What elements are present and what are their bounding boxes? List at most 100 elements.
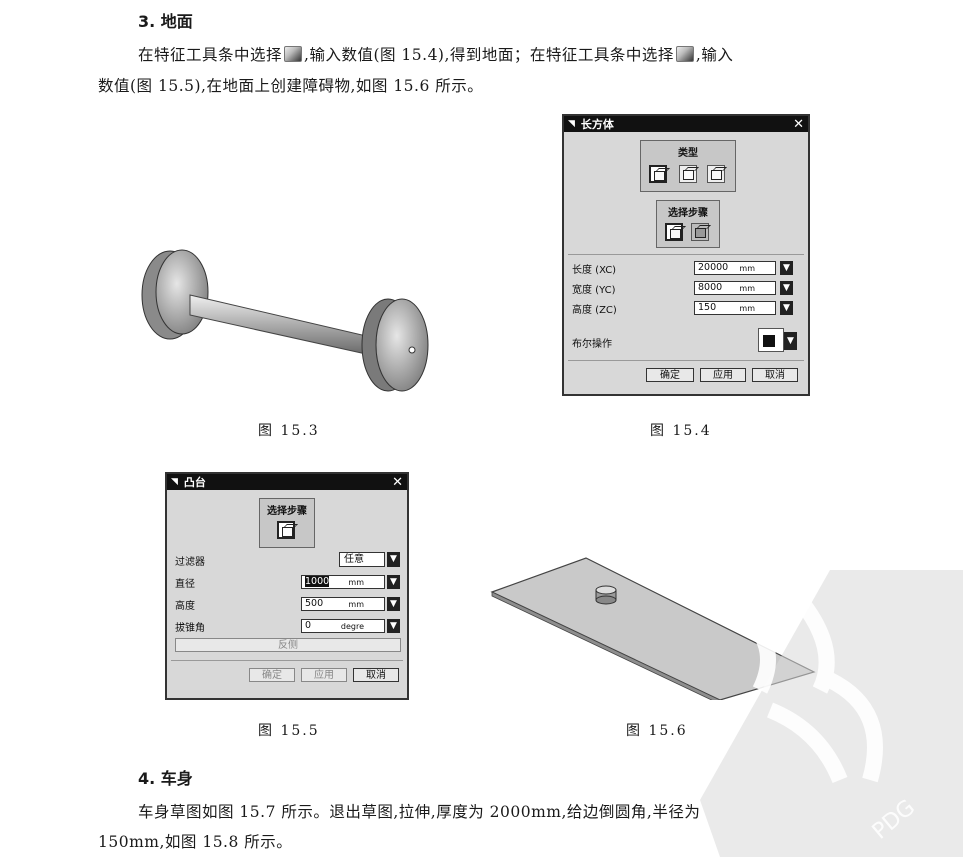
width-unit: mm xyxy=(739,284,755,293)
axle-shaft xyxy=(189,294,376,357)
diameter-dropdown-button[interactable]: ▼ xyxy=(387,575,400,589)
diameter-input[interactable]: 1000 mm xyxy=(301,575,385,589)
figure-15-3-caption: 图 15.3 xyxy=(258,423,320,439)
section-4-heading: 4. 车身 xyxy=(138,769,193,788)
divider xyxy=(568,360,804,361)
boolean-row: 布尔操作 xyxy=(572,334,800,350)
cube-icon xyxy=(654,171,665,181)
close-icon[interactable]: ✕ xyxy=(392,474,403,490)
figure-15-4-caption: 图 15.4 xyxy=(650,423,712,439)
block-dialog: ◥ 长方体 ✕ 类型 选择步骤 长度 (XC) 20000 mm ▼ 宽度 (YC… xyxy=(562,114,810,396)
boolean-dropdown-button[interactable]: ▼ xyxy=(784,332,797,350)
diameter-label: 直径 xyxy=(175,578,195,590)
height-dropdown-button[interactable]: ▼ xyxy=(780,301,793,315)
length-input[interactable]: 20000 mm xyxy=(694,261,776,275)
boss-dialog-titlebar: ◥ 凸台 ✕ xyxy=(167,474,407,490)
watermark-stamp: PDG xyxy=(700,570,963,857)
boss-height-unit: mm xyxy=(348,600,364,609)
type-two-diagonal-points-button[interactable] xyxy=(707,165,725,183)
boss-height-dropdown-button[interactable]: ▼ xyxy=(387,597,400,611)
boss-selection-steps-label: 选择步骤 xyxy=(267,506,307,517)
type-group-label: 类型 xyxy=(678,148,698,159)
dialog-grip-icon: ◥ xyxy=(171,477,178,487)
width-value: 8000 xyxy=(698,282,723,293)
ok-button[interactable]: 确定 xyxy=(249,668,295,682)
step-origin-button[interactable] xyxy=(665,223,683,241)
para-text-c: ,输入 xyxy=(695,46,734,64)
boolean-create-icon[interactable] xyxy=(758,328,784,352)
section-3-heading: 3. 地面 xyxy=(138,12,193,31)
section-3-paragraph-line1: 在特征工具条中选择,输入数值(图 15.4),得到地面；在特征工具条中选择,输入 xyxy=(138,40,958,70)
selection-steps-group: 选择步骤 xyxy=(656,200,720,248)
apply-button[interactable]: 应用 xyxy=(301,668,347,682)
cube-icon xyxy=(711,170,722,180)
section-4-paragraph-line2: 150mm,如图 15.8 所示。 xyxy=(98,833,293,851)
step-target-body-button[interactable] xyxy=(691,223,709,241)
boolean-label: 布尔操作 xyxy=(572,338,612,350)
filter-select[interactable]: 任意 xyxy=(339,552,385,567)
boss-feature-icon xyxy=(675,46,694,62)
length-value: 20000 xyxy=(698,262,729,273)
boss-selection-steps-group: 选择步骤 xyxy=(259,498,315,548)
taper-label: 拔锥角 xyxy=(175,622,205,634)
filter-dropdown-button[interactable]: ▼ xyxy=(387,552,400,567)
block-dialog-titlebar: ◥ 长方体 ✕ xyxy=(564,116,808,132)
taper-input[interactable]: 0 degre xyxy=(301,619,385,633)
cube-icon xyxy=(282,527,293,537)
width-row: 宽度 (YC) xyxy=(572,280,800,296)
boss-height-label: 高度 xyxy=(175,600,195,612)
length-dropdown-button[interactable]: ▼ xyxy=(780,261,793,275)
block-feature-icon xyxy=(284,46,303,62)
selection-steps-label: 选择步骤 xyxy=(668,208,708,219)
black-cube-icon xyxy=(763,335,775,347)
close-icon[interactable]: ✕ xyxy=(793,116,804,132)
boss-height-row: 高度 xyxy=(175,596,399,612)
filter-row: 过滤器 xyxy=(175,552,399,568)
type-height-two-points-button[interactable] xyxy=(679,165,697,183)
dialog-grip-icon: ◥ xyxy=(568,119,575,129)
figure-15-6-caption: 图 15.6 xyxy=(626,723,688,739)
cube-icon xyxy=(670,229,681,239)
boss-dialog-title: 凸台 xyxy=(183,476,206,489)
boss-obstacle xyxy=(595,585,617,605)
left-wheel xyxy=(141,249,209,340)
reverse-side-button[interactable]: 反侧 xyxy=(175,638,401,652)
taper-row: 拔锥角 xyxy=(175,618,399,634)
figure-15-3-axle-model xyxy=(141,249,429,392)
height-row: 高度 (ZC) xyxy=(572,300,800,316)
cancel-button[interactable]: 取消 xyxy=(353,668,399,682)
ok-button[interactable]: 确定 xyxy=(646,368,694,382)
cube-icon xyxy=(695,228,706,238)
diameter-unit: mm xyxy=(348,578,364,587)
height-value: 150 xyxy=(698,302,717,313)
block-dialog-title: 长方体 xyxy=(580,118,614,131)
filter-label: 过滤器 xyxy=(175,556,205,568)
width-input[interactable]: 8000 mm xyxy=(694,281,776,295)
width-label: 宽度 (YC) xyxy=(572,284,616,296)
taper-unit: degre xyxy=(340,622,364,631)
right-wheel xyxy=(361,298,429,392)
type-origin-edge-lengths-button[interactable] xyxy=(649,165,667,183)
figure-15-5-caption: 图 15.5 xyxy=(258,723,320,739)
taper-value: 0 xyxy=(305,620,312,631)
length-unit: mm xyxy=(739,264,755,273)
section-4-paragraph-line1: 车身草图如图 15.7 所示。退出草图,拉伸,厚度为 2000mm,给边倒圆角,… xyxy=(138,803,701,821)
section-3-paragraph-line2: 数值(图 15.5),在地面上创建障碍物,如图 15.6 所示。 xyxy=(98,77,484,95)
cube-icon xyxy=(683,170,694,180)
divider xyxy=(568,254,804,255)
cancel-button[interactable]: 取消 xyxy=(752,368,798,382)
divider xyxy=(171,660,403,661)
width-dropdown-button[interactable]: ▼ xyxy=(780,281,793,295)
length-row: 长度 (XC) xyxy=(572,260,800,276)
height-label: 高度 (ZC) xyxy=(572,304,617,316)
diameter-value: 1000 xyxy=(305,576,330,587)
boss-placement-face-button[interactable] xyxy=(277,521,295,539)
apply-button[interactable]: 应用 xyxy=(700,368,746,382)
filter-value: 任意 xyxy=(344,554,364,565)
diameter-row: 直径 xyxy=(175,574,399,590)
length-label: 长度 (XC) xyxy=(572,264,617,276)
taper-dropdown-button[interactable]: ▼ xyxy=(387,619,400,633)
